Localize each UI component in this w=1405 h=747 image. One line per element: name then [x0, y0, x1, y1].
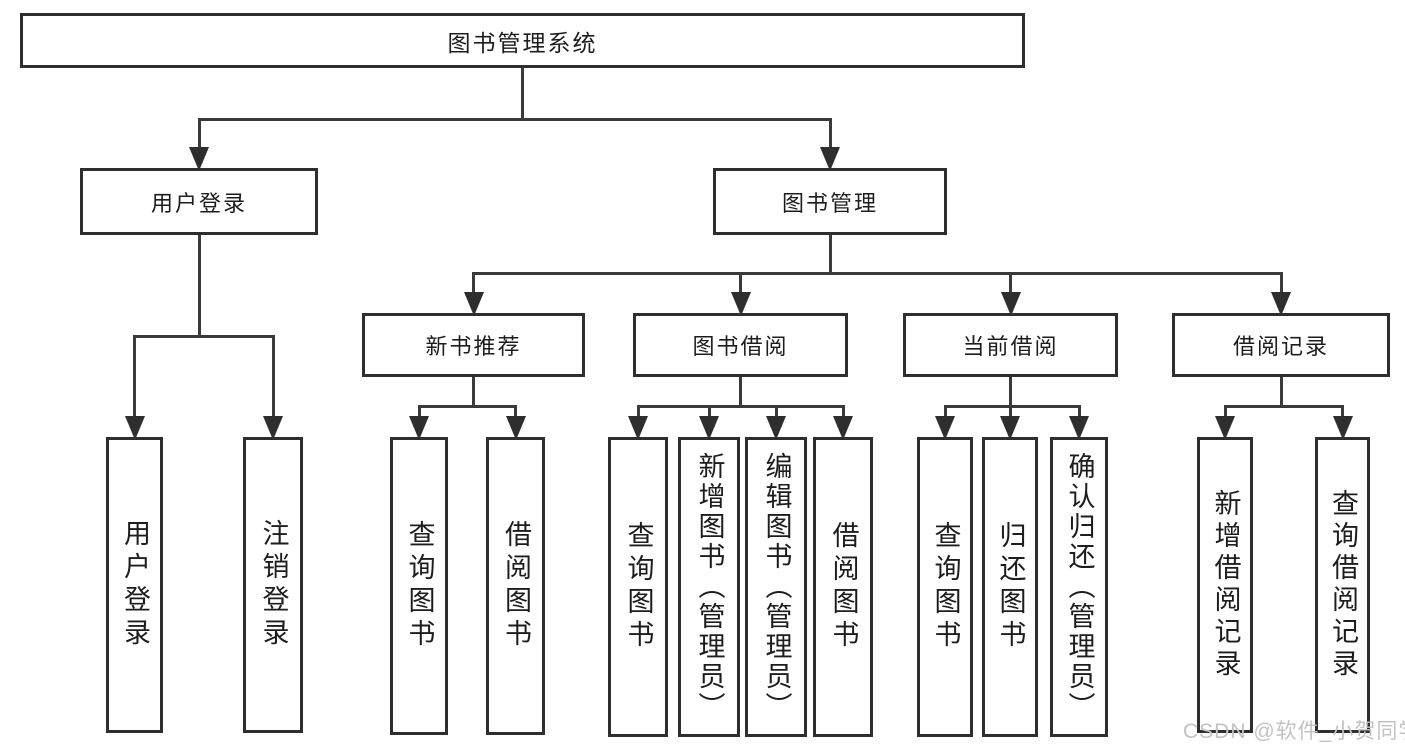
connector-line	[472, 271, 1283, 275]
node-br-query: 查询借阅记录	[1315, 437, 1370, 733]
arrowhead-icon	[699, 416, 719, 440]
node-book-mgmt: 图书管理	[713, 168, 947, 235]
node-leaf-user-login: 用户登录	[106, 437, 163, 733]
arrowhead-icon	[409, 416, 429, 440]
node-label-bb-edit: 编辑图书（管理员）	[761, 452, 792, 722]
node-label-new-book-rec: 新书推荐	[425, 334, 522, 359]
connector-line	[133, 336, 136, 419]
node-label-book-borrow: 图书借阅	[692, 334, 789, 359]
connector-line	[197, 119, 201, 150]
node-cb-query: 查询图书	[917, 437, 973, 737]
node-nbr-query: 查询图书	[390, 437, 448, 735]
node-leaf-logout: 注销登录	[243, 437, 303, 733]
connector-line	[943, 406, 947, 419]
connector-line	[1008, 406, 1012, 419]
connector-line	[841, 406, 845, 419]
connector-line	[197, 117, 832, 121]
node-label-br-query: 查询借阅记录	[1328, 489, 1358, 681]
node-label-root: 图书管理系统	[447, 29, 598, 56]
node-label-cb-return: 归还图书	[995, 521, 1026, 653]
arrowhead-icon	[1000, 292, 1021, 316]
connector-line	[1223, 406, 1227, 419]
node-label-leaf-logout: 注销登录	[258, 519, 289, 651]
connector-line	[197, 234, 201, 336]
node-label-cb-confirm: 确认归还（管理员）	[1064, 452, 1095, 722]
node-book-borrow: 图书借阅	[633, 313, 848, 377]
connector-line	[636, 406, 640, 419]
node-label-cb-query: 查询图书	[930, 521, 961, 653]
connector-line	[739, 376, 742, 406]
node-new-book-rec: 新书推荐	[362, 313, 585, 377]
arrowhead-icon	[1215, 416, 1235, 440]
arrowhead-icon	[1069, 416, 1089, 440]
node-user-login: 用户登录	[80, 168, 318, 235]
node-bb-add: 新增图书（管理员）	[678, 437, 740, 737]
connector-line	[472, 376, 475, 406]
connector-line	[828, 119, 832, 150]
arrowhead-icon	[935, 416, 955, 440]
node-label-nbr-borrow: 借阅图书	[501, 520, 531, 652]
node-bb-borrow: 借阅图书	[813, 437, 873, 737]
arrowhead-icon	[833, 416, 853, 440]
connector-line	[707, 406, 711, 419]
connector-line	[1009, 376, 1012, 406]
node-label-leaf-user-login: 用户登录	[120, 519, 150, 651]
node-label-book-mgmt: 图书管理	[781, 190, 878, 216]
arrowhead-icon	[730, 292, 751, 316]
node-current-borrow: 当前借阅	[903, 313, 1118, 377]
connector-line	[828, 234, 832, 273]
node-br-add: 新增借阅记录	[1197, 437, 1253, 733]
arrowhead-icon	[505, 416, 526, 440]
connector-line	[417, 406, 421, 419]
connector-line	[472, 273, 475, 295]
connector-line	[943, 404, 1081, 408]
arrowhead-icon	[766, 416, 786, 440]
node-root: 图书管理系统	[20, 13, 1025, 68]
connector-line	[1279, 273, 1283, 295]
arrowhead-icon	[463, 292, 484, 316]
connector-line	[1077, 406, 1081, 419]
arrowhead-icon	[263, 416, 283, 440]
connector-line	[1279, 376, 1283, 406]
connector-line	[1341, 406, 1344, 419]
connector-line	[1009, 273, 1012, 295]
node-label-current-borrow: 当前借阅	[962, 334, 1059, 359]
node-cb-confirm: 确认归还（管理员）	[1050, 437, 1108, 737]
connector-line	[636, 404, 845, 408]
connector-line	[133, 334, 275, 338]
arrowhead-icon	[628, 416, 648, 440]
arrowhead-icon	[1271, 292, 1291, 316]
node-label-user-login: 用户登录	[150, 190, 247, 216]
node-borrow-records: 借阅记录	[1172, 313, 1390, 377]
connector-line	[774, 406, 778, 419]
connector-line	[417, 404, 517, 408]
node-cb-return: 归还图书	[982, 437, 1038, 737]
node-nbr-borrow: 借阅图书	[486, 437, 545, 735]
arrowhead-icon	[1000, 416, 1020, 440]
arrowhead-icon	[820, 147, 840, 171]
connector-line	[521, 67, 524, 119]
connector-line	[514, 406, 517, 419]
node-label-br-add: 新增借阅记录	[1210, 489, 1241, 681]
connector-line	[739, 273, 742, 295]
node-label-borrow-records: 借阅记录	[1232, 334, 1329, 359]
node-bb-edit: 编辑图书（管理员）	[745, 437, 807, 737]
node-label-bb-query: 查询图书	[623, 521, 654, 653]
node-label-bb-add: 新增图书（管理员）	[694, 452, 725, 722]
connector-line	[1223, 404, 1344, 408]
node-label-nbr-query: 查询图书	[404, 520, 435, 652]
arrowhead-icon	[189, 147, 209, 171]
csdn-watermark: CSDN @软件_小贺同学	[1183, 720, 1405, 743]
arrowhead-icon	[1332, 416, 1353, 440]
node-label-bb-borrow: 借阅图书	[828, 521, 859, 653]
connector-line	[271, 336, 275, 419]
arrowhead-icon	[124, 416, 145, 440]
node-bb-query: 查询图书	[608, 437, 668, 737]
